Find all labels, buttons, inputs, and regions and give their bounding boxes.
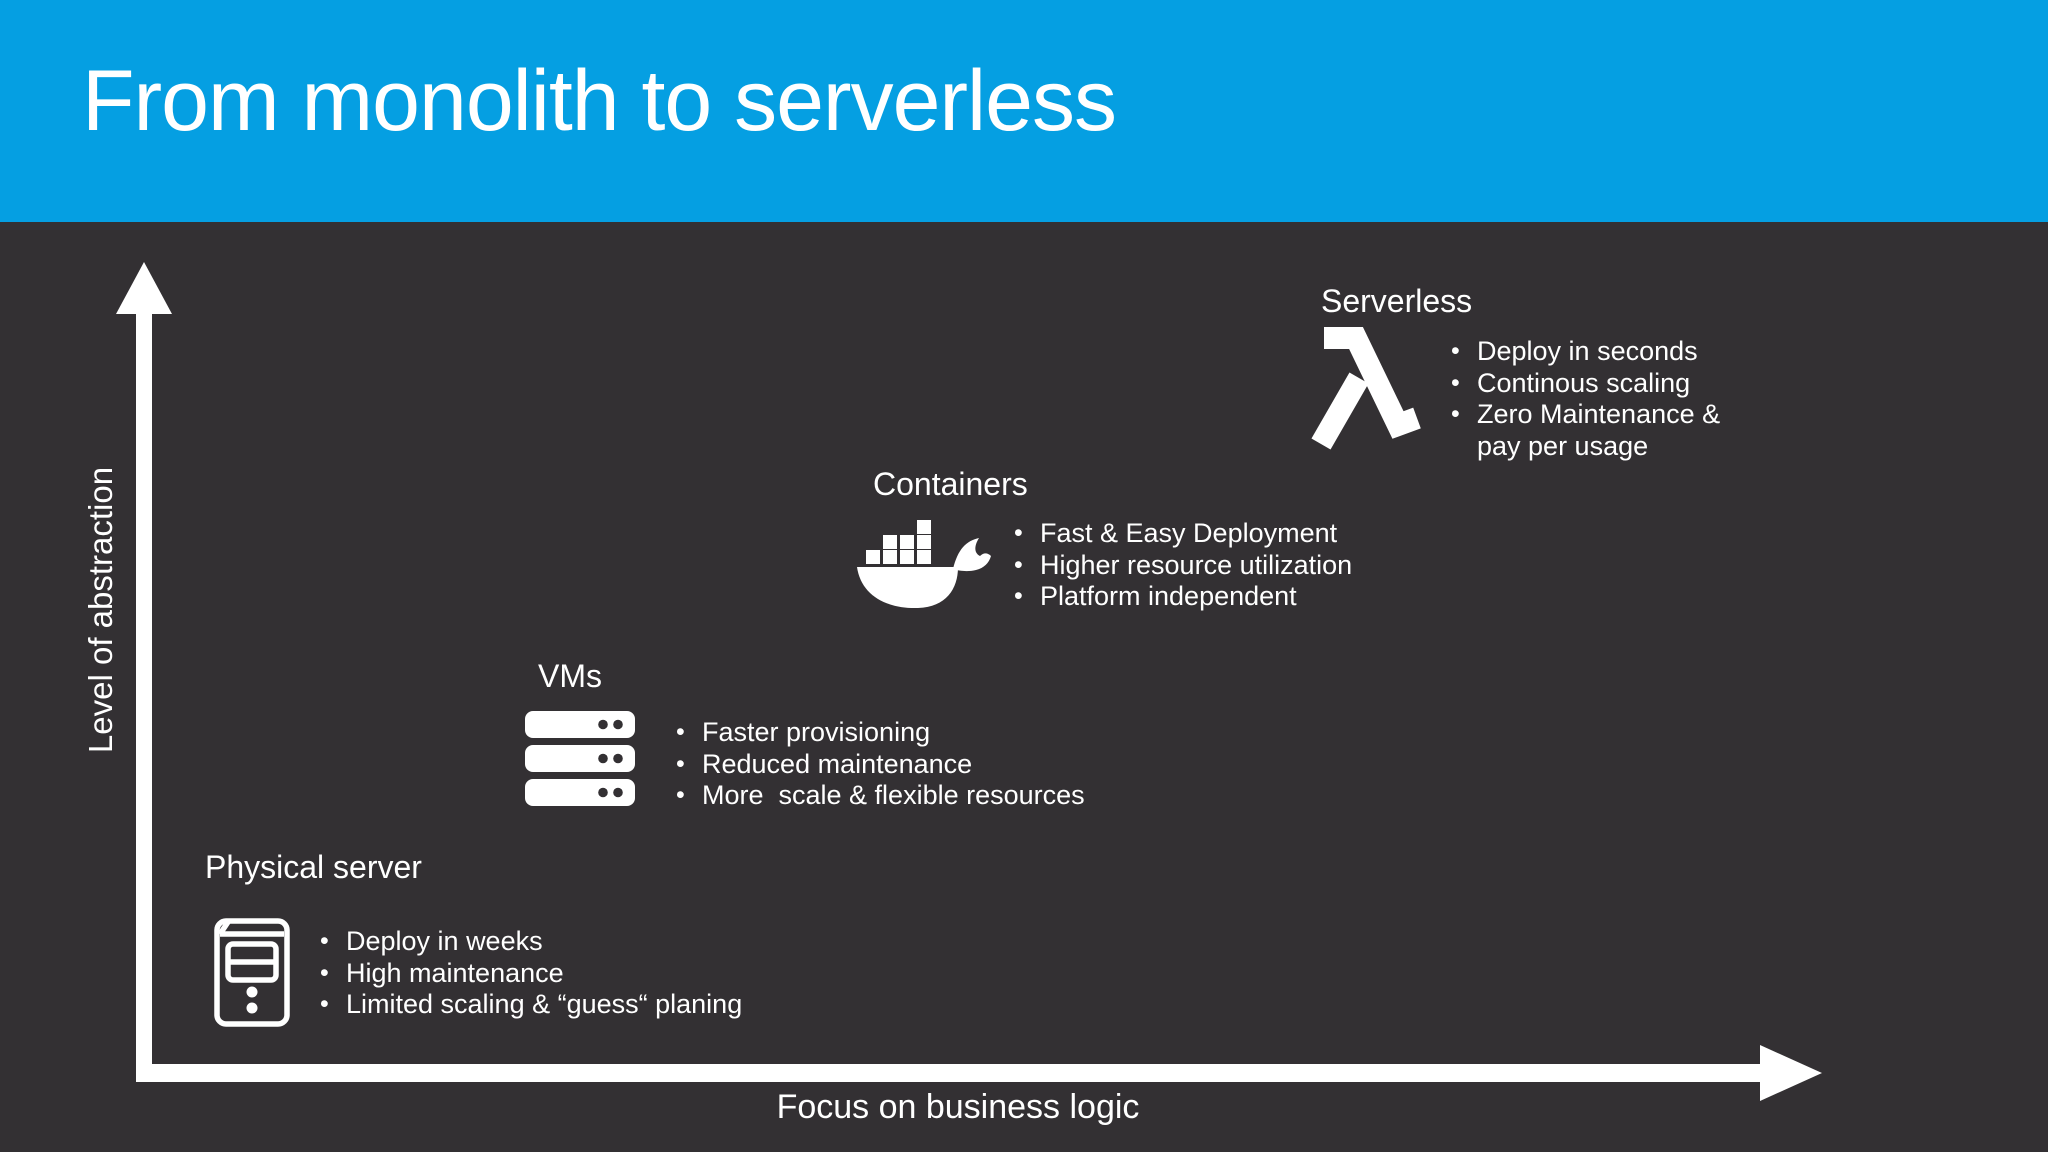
stage-label: VMs [538,658,602,694]
server-rack-icon [525,711,635,806]
bullet-item: Deploy in seconds [1451,336,1720,368]
lambda-icon [1311,327,1421,450]
bullet-list: Fast & Easy Deployment Higher resource u… [1014,518,1352,613]
title-bar: From monolith to serverless [0,0,2048,222]
docker-whale-icon [857,520,991,609]
stage-label: Serverless [1321,283,1473,319]
bullet-item: Limited scaling & “guess“ planing [320,989,742,1021]
bullet-list: Deploy in seconds Continous scaling Zero… [1451,336,1720,462]
bullet-item: Continous scaling [1451,368,1720,400]
y-axis-arrow [116,262,172,1082]
server-tower-icon [214,918,290,1027]
x-axis-label: Focus on business logic [776,1088,1140,1126]
bullet-item: Zero Maintenance & pay per usage [1451,399,1720,462]
x-axis-arrow [136,1045,1822,1101]
stage-label: Containers [873,466,1028,502]
y-axis-label: Level of abstraction [82,466,119,754]
bullet-item: Deploy in weeks [320,926,742,958]
bullet-item: Faster provisioning [676,717,1085,749]
bullet-item: High maintenance [320,958,742,990]
bullet-item: More scale & flexible resources [676,780,1085,812]
bullet-item: Reduced maintenance [676,749,1085,781]
bullet-item: Platform independent [1014,581,1352,613]
stage-label: Physical server [205,849,422,885]
bullet-list: Deploy in weeks High maintenance Limited… [320,926,742,1021]
bullet-list: Faster provisioning Reduced maintenance … [676,717,1085,812]
page-title: From monolith to serverless [82,53,1117,149]
bullet-item: Higher resource utilization [1014,550,1352,582]
bullet-item: Fast & Easy Deployment [1014,518,1352,550]
